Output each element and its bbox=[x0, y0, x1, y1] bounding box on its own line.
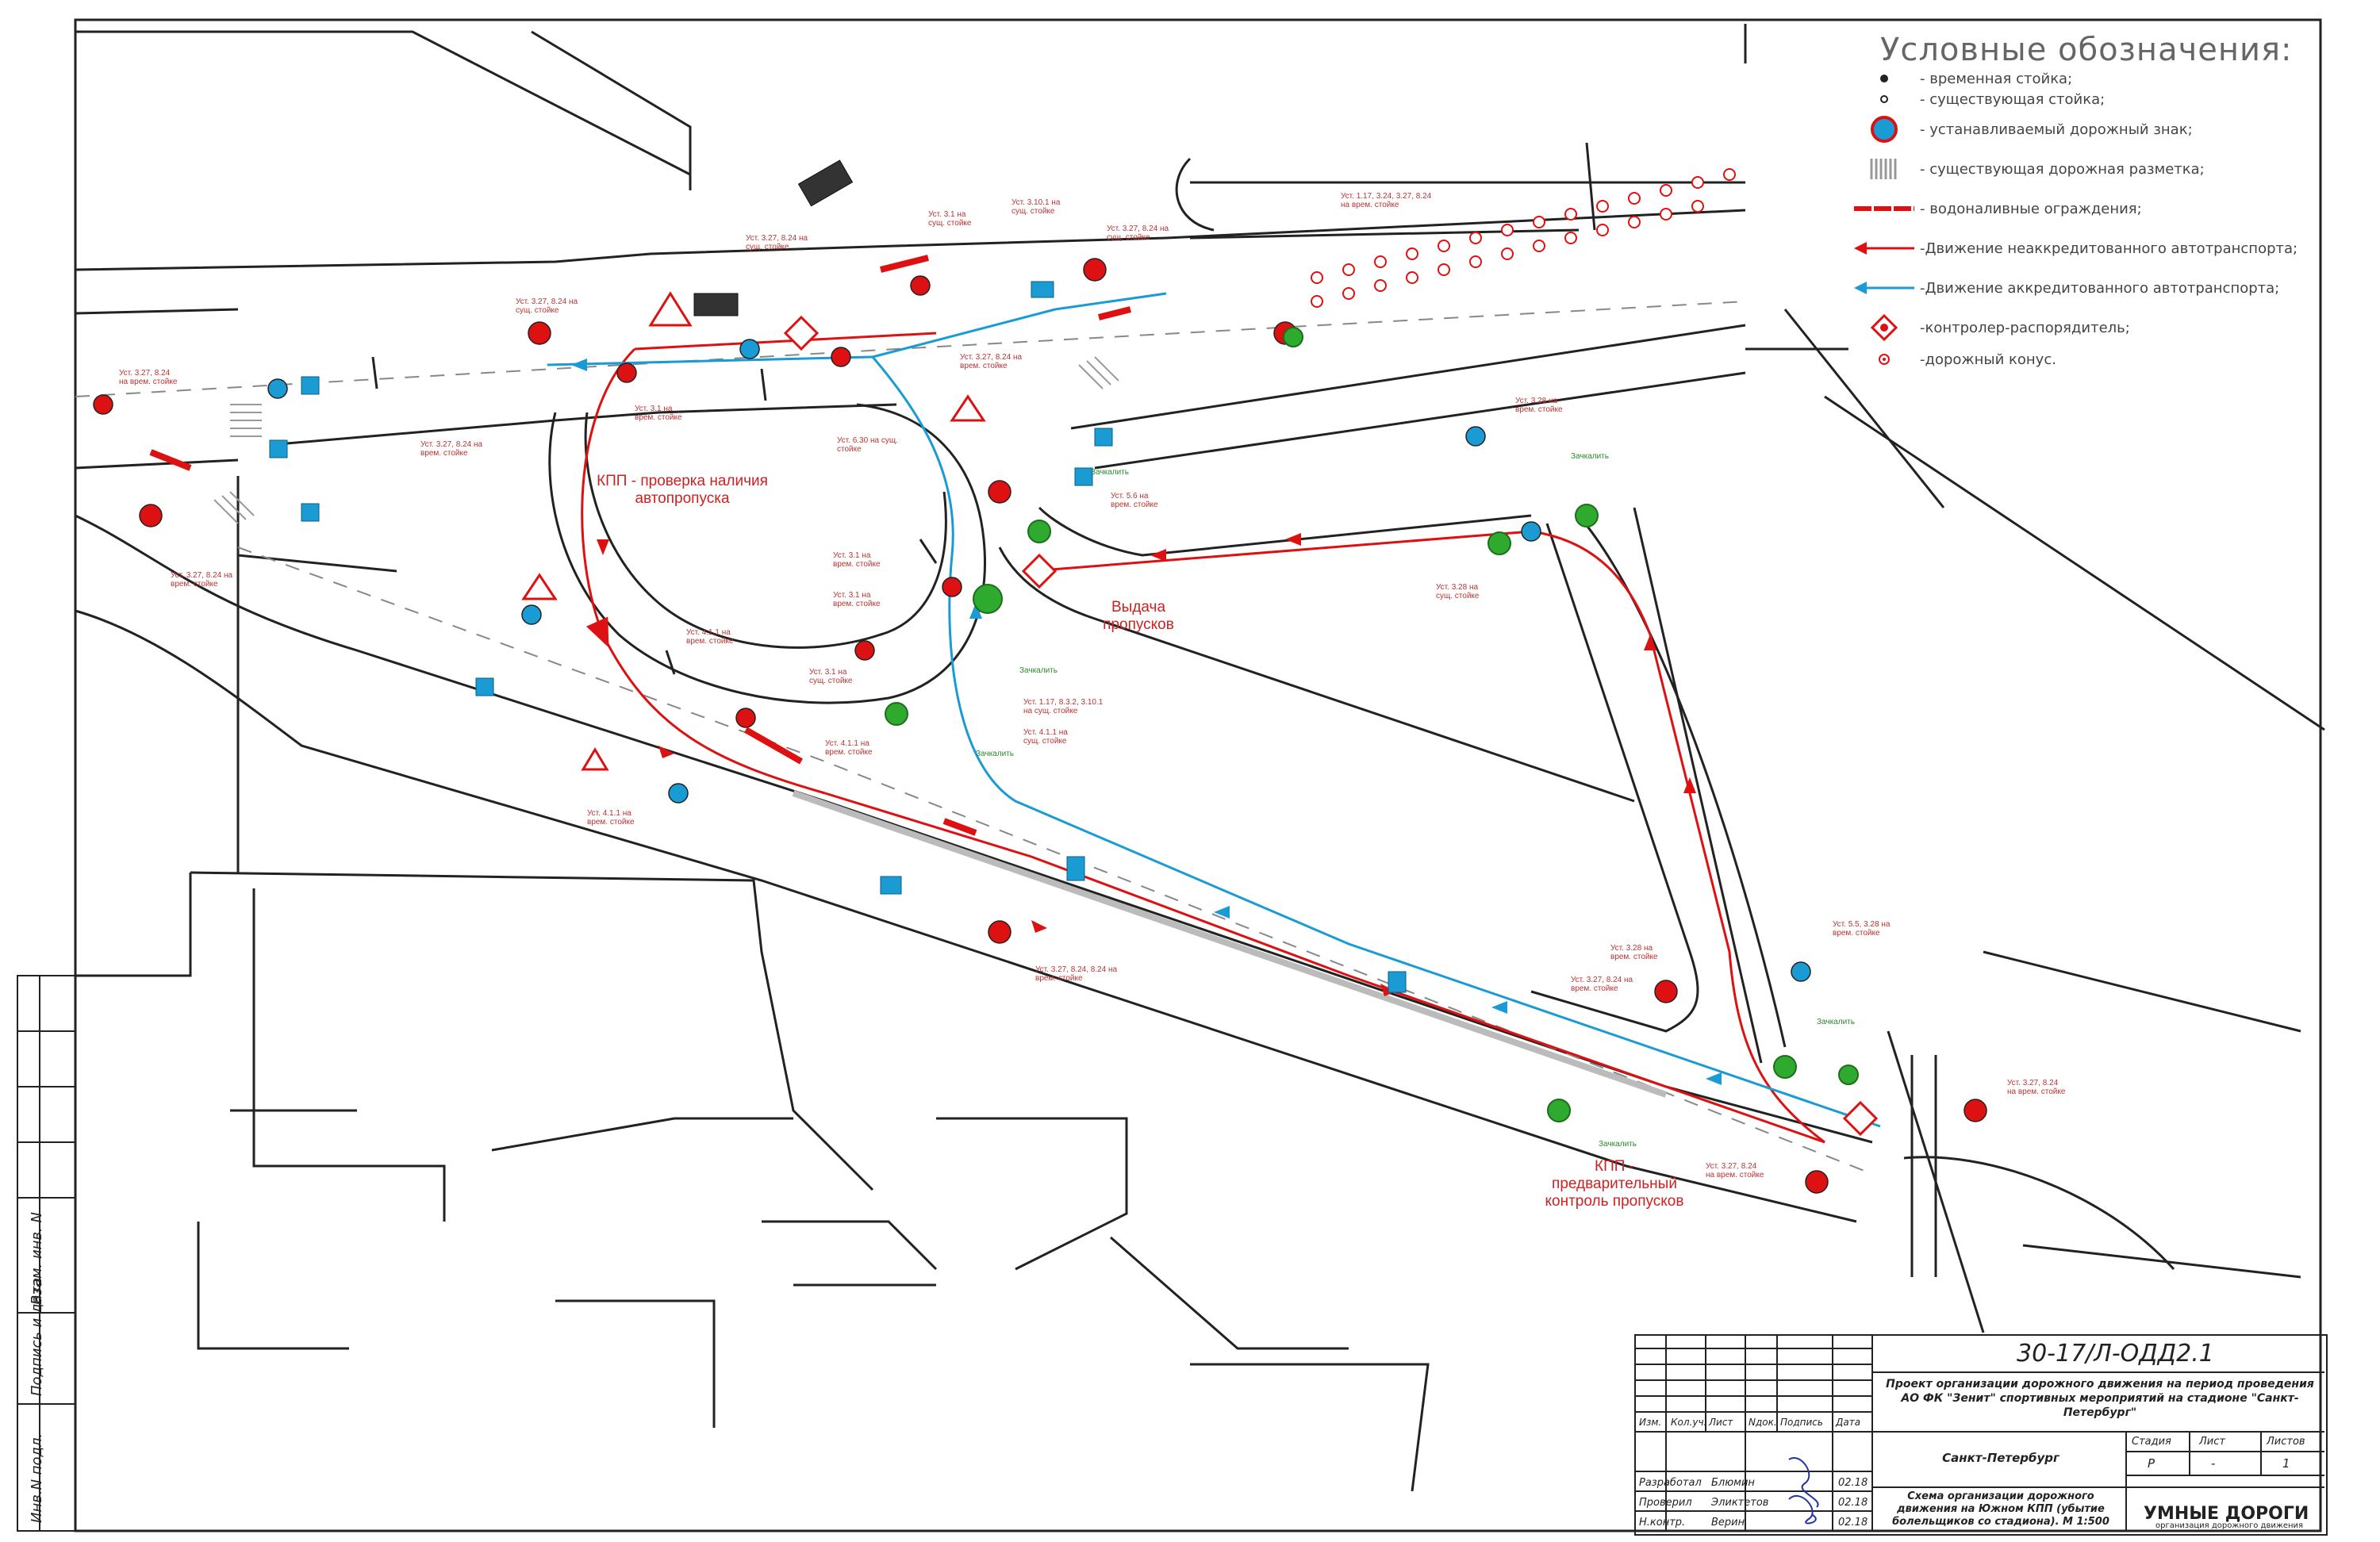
dot-ring-icon bbox=[1848, 94, 1920, 104]
legend-item: - существующая дорожная разметка; bbox=[1848, 149, 2356, 189]
role-checker: Проверил bbox=[1639, 1497, 1692, 1509]
company-name: УМНЫЕ ДОРОГИ bbox=[2144, 1504, 2309, 1524]
sign-note: Уст. 3.27, 8.24 на сущ. стойке bbox=[1107, 224, 1169, 242]
legend: Условные обозначения: - временная стойка… bbox=[1848, 32, 2356, 371]
sheets-header: Листов bbox=[2267, 1436, 2305, 1448]
sign-note: Уст. 3.1 на врем. стойке bbox=[833, 551, 881, 569]
controller-note: Зачкалить bbox=[1019, 666, 1058, 675]
controller-note: Зачкалить bbox=[1571, 452, 1609, 461]
name-norm-control: Верин bbox=[1711, 1517, 1745, 1529]
sign-note: Уст. 5.5, 3.28 на врем. стойке bbox=[1833, 920, 1891, 938]
role-developer: Разработал bbox=[1639, 1477, 1702, 1489]
sign-note: Уст. 3.27, 8.24 на врем. стойке bbox=[960, 353, 1023, 370]
city: Санкт-Петербург bbox=[1942, 1451, 2059, 1465]
controller-note: Зачкалить bbox=[976, 750, 1014, 758]
sign-note: Уст. 3.27, 8.24 на сущ. стойке bbox=[516, 297, 578, 315]
sign-note: Уст. 3.1 на сущ. стойке bbox=[928, 210, 972, 228]
legend-item: -контролер-распорядитель; bbox=[1848, 308, 2356, 347]
company-subtitle: организация дорожного движения bbox=[2155, 1521, 2304, 1530]
date-developer: 02.18 bbox=[1838, 1477, 1868, 1489]
sign-note: Уст. 5.6 на врем. стойке bbox=[1111, 492, 1158, 509]
cone-icon bbox=[1848, 353, 1920, 366]
sign-note: Уст. 3.27, 8.24 на врем. стойке bbox=[420, 440, 483, 458]
sign-note: Уст. 6.30 на сущ. стойке bbox=[837, 436, 898, 454]
date-norm-control: 02.18 bbox=[1838, 1517, 1868, 1529]
header-data: Дата bbox=[1836, 1417, 1861, 1428]
sign-note: Уст. 3.1 на врем. стойке bbox=[833, 591, 881, 608]
legend-item: -Движение неаккредитованного автотранспо… bbox=[1848, 228, 2356, 268]
sheet-header: Лист bbox=[2199, 1436, 2225, 1448]
date-checker: 02.18 bbox=[1838, 1497, 1868, 1509]
project-title: Проект организации дорожного движения на… bbox=[1886, 1378, 2314, 1419]
sign-note: Уст. 1.17, 3.24, 3.27, 8.24 на врем. сто… bbox=[1341, 192, 1432, 209]
header-izm: Изм. bbox=[1639, 1417, 1662, 1428]
dot-black-icon bbox=[1848, 74, 1920, 83]
legend-item: -Движение аккредитованного автотранспорт… bbox=[1848, 268, 2356, 308]
title-block: 30-17/Л-ОДД2.1 Проект организации дорожн… bbox=[1634, 1334, 2328, 1536]
sign-note: Уст. 4.1.1 на врем. стойке bbox=[825, 739, 873, 757]
kpp-check-label: КПП - проверка наличия автопропуска bbox=[597, 473, 768, 507]
sign-note: Уст. 3.27, 8.24 на сущ. стойке bbox=[746, 234, 808, 251]
legend-item: - временная стойка; bbox=[1848, 68, 2356, 89]
role-norm-control: Н.контр. bbox=[1639, 1517, 1686, 1529]
controller-note: Зачкалить bbox=[1599, 1140, 1637, 1149]
sign-note: Уст. 3.27, 8.24 на врем. стойке bbox=[2007, 1079, 2066, 1096]
side-vzam: Взам. инв. N bbox=[29, 1212, 45, 1305]
sign-note: Уст. 1.17, 8.3.2, 3.10.1 на сущ. стойке bbox=[1023, 698, 1104, 715]
legend-title: Условные обозначения: bbox=[1880, 32, 2293, 68]
sign-note: Уст. 3.28 на врем. стойке bbox=[1515, 397, 1563, 414]
stage-header: Стадия bbox=[2132, 1436, 2171, 1448]
controller-icon bbox=[1848, 314, 1920, 341]
legend-item: - существующая стойка; bbox=[1848, 89, 2356, 109]
sign-note: Уст. 3.27, 8.24 на врем. стойке bbox=[119, 369, 178, 386]
header-ndoc: Nдок. bbox=[1749, 1417, 1777, 1428]
road-marking-icon bbox=[1848, 157, 1920, 181]
drawing-code: 30-17/Л-ОДД2.1 bbox=[2017, 1340, 2214, 1367]
header-kolych: Кол.уч. bbox=[1671, 1417, 1707, 1428]
header-list: Лист bbox=[1709, 1417, 1733, 1428]
header-podpis: Подпись bbox=[1780, 1417, 1823, 1428]
road-sign-icon bbox=[1848, 115, 1920, 144]
name-checker: Эликтетов bbox=[1711, 1497, 1769, 1509]
legend-item: -дорожный конус. bbox=[1848, 347, 2356, 371]
sign-note: Уст. 3.27, 8.24 на врем. стойке bbox=[1571, 976, 1633, 993]
side-inv-podl: Инв.N подл. bbox=[29, 1433, 45, 1523]
sheets-value: 1 bbox=[2282, 1456, 2290, 1471]
name-developer: Блюмин bbox=[1711, 1477, 1755, 1489]
sign-note: Уст. 4.1.1 на сущ. стойке bbox=[1023, 728, 1068, 746]
controller-note: Зачкалить bbox=[1817, 1018, 1855, 1026]
sheet-title: Схема организации дорожного движения на … bbox=[1892, 1490, 2109, 1528]
sheet-value: - bbox=[2211, 1456, 2216, 1471]
kpp-pre-label: КПП - предварительный контроль пропусков bbox=[1545, 1158, 1684, 1210]
pass-issue-label: Выдача пропусков bbox=[1103, 599, 1174, 633]
sign-note: Уст. 3.27, 8.24 на врем. стойке bbox=[1706, 1162, 1764, 1180]
sign-note: Уст. 3.27, 8.24, 8.24 на врем. стойке bbox=[1035, 965, 1118, 983]
controller-note: Зачкалить bbox=[1091, 468, 1129, 477]
stage-value: Р bbox=[2148, 1456, 2155, 1471]
sign-note: Уст. 3.28 на сущ. стойке bbox=[1436, 583, 1480, 600]
red-arrow-icon bbox=[1848, 240, 1920, 256]
sign-note: Уст. 3.1 на врем. стойке bbox=[635, 405, 682, 422]
sign-note: Уст. 4.1.1 на врем. стойке bbox=[686, 628, 734, 646]
legend-item: - устанавливаемый дорожный знак; bbox=[1848, 109, 2356, 149]
sign-note: Уст. 3.10.1 на сущ. стойке bbox=[1012, 198, 1061, 216]
sign-note: Уст. 3.28 на врем. стойке bbox=[1610, 944, 1658, 961]
blue-arrow-icon bbox=[1848, 280, 1920, 296]
legend-item: - водоналивные ограждения; bbox=[1848, 189, 2356, 228]
sign-note: Уст. 3.1 на сущ. стойке bbox=[809, 668, 853, 685]
water-barrier-icon bbox=[1848, 203, 1920, 214]
sign-note: Уст. 3.27, 8.24 на врем. стойке bbox=[171, 571, 233, 589]
sign-note: Уст. 4.1.1 на врем. стойке bbox=[587, 809, 635, 827]
